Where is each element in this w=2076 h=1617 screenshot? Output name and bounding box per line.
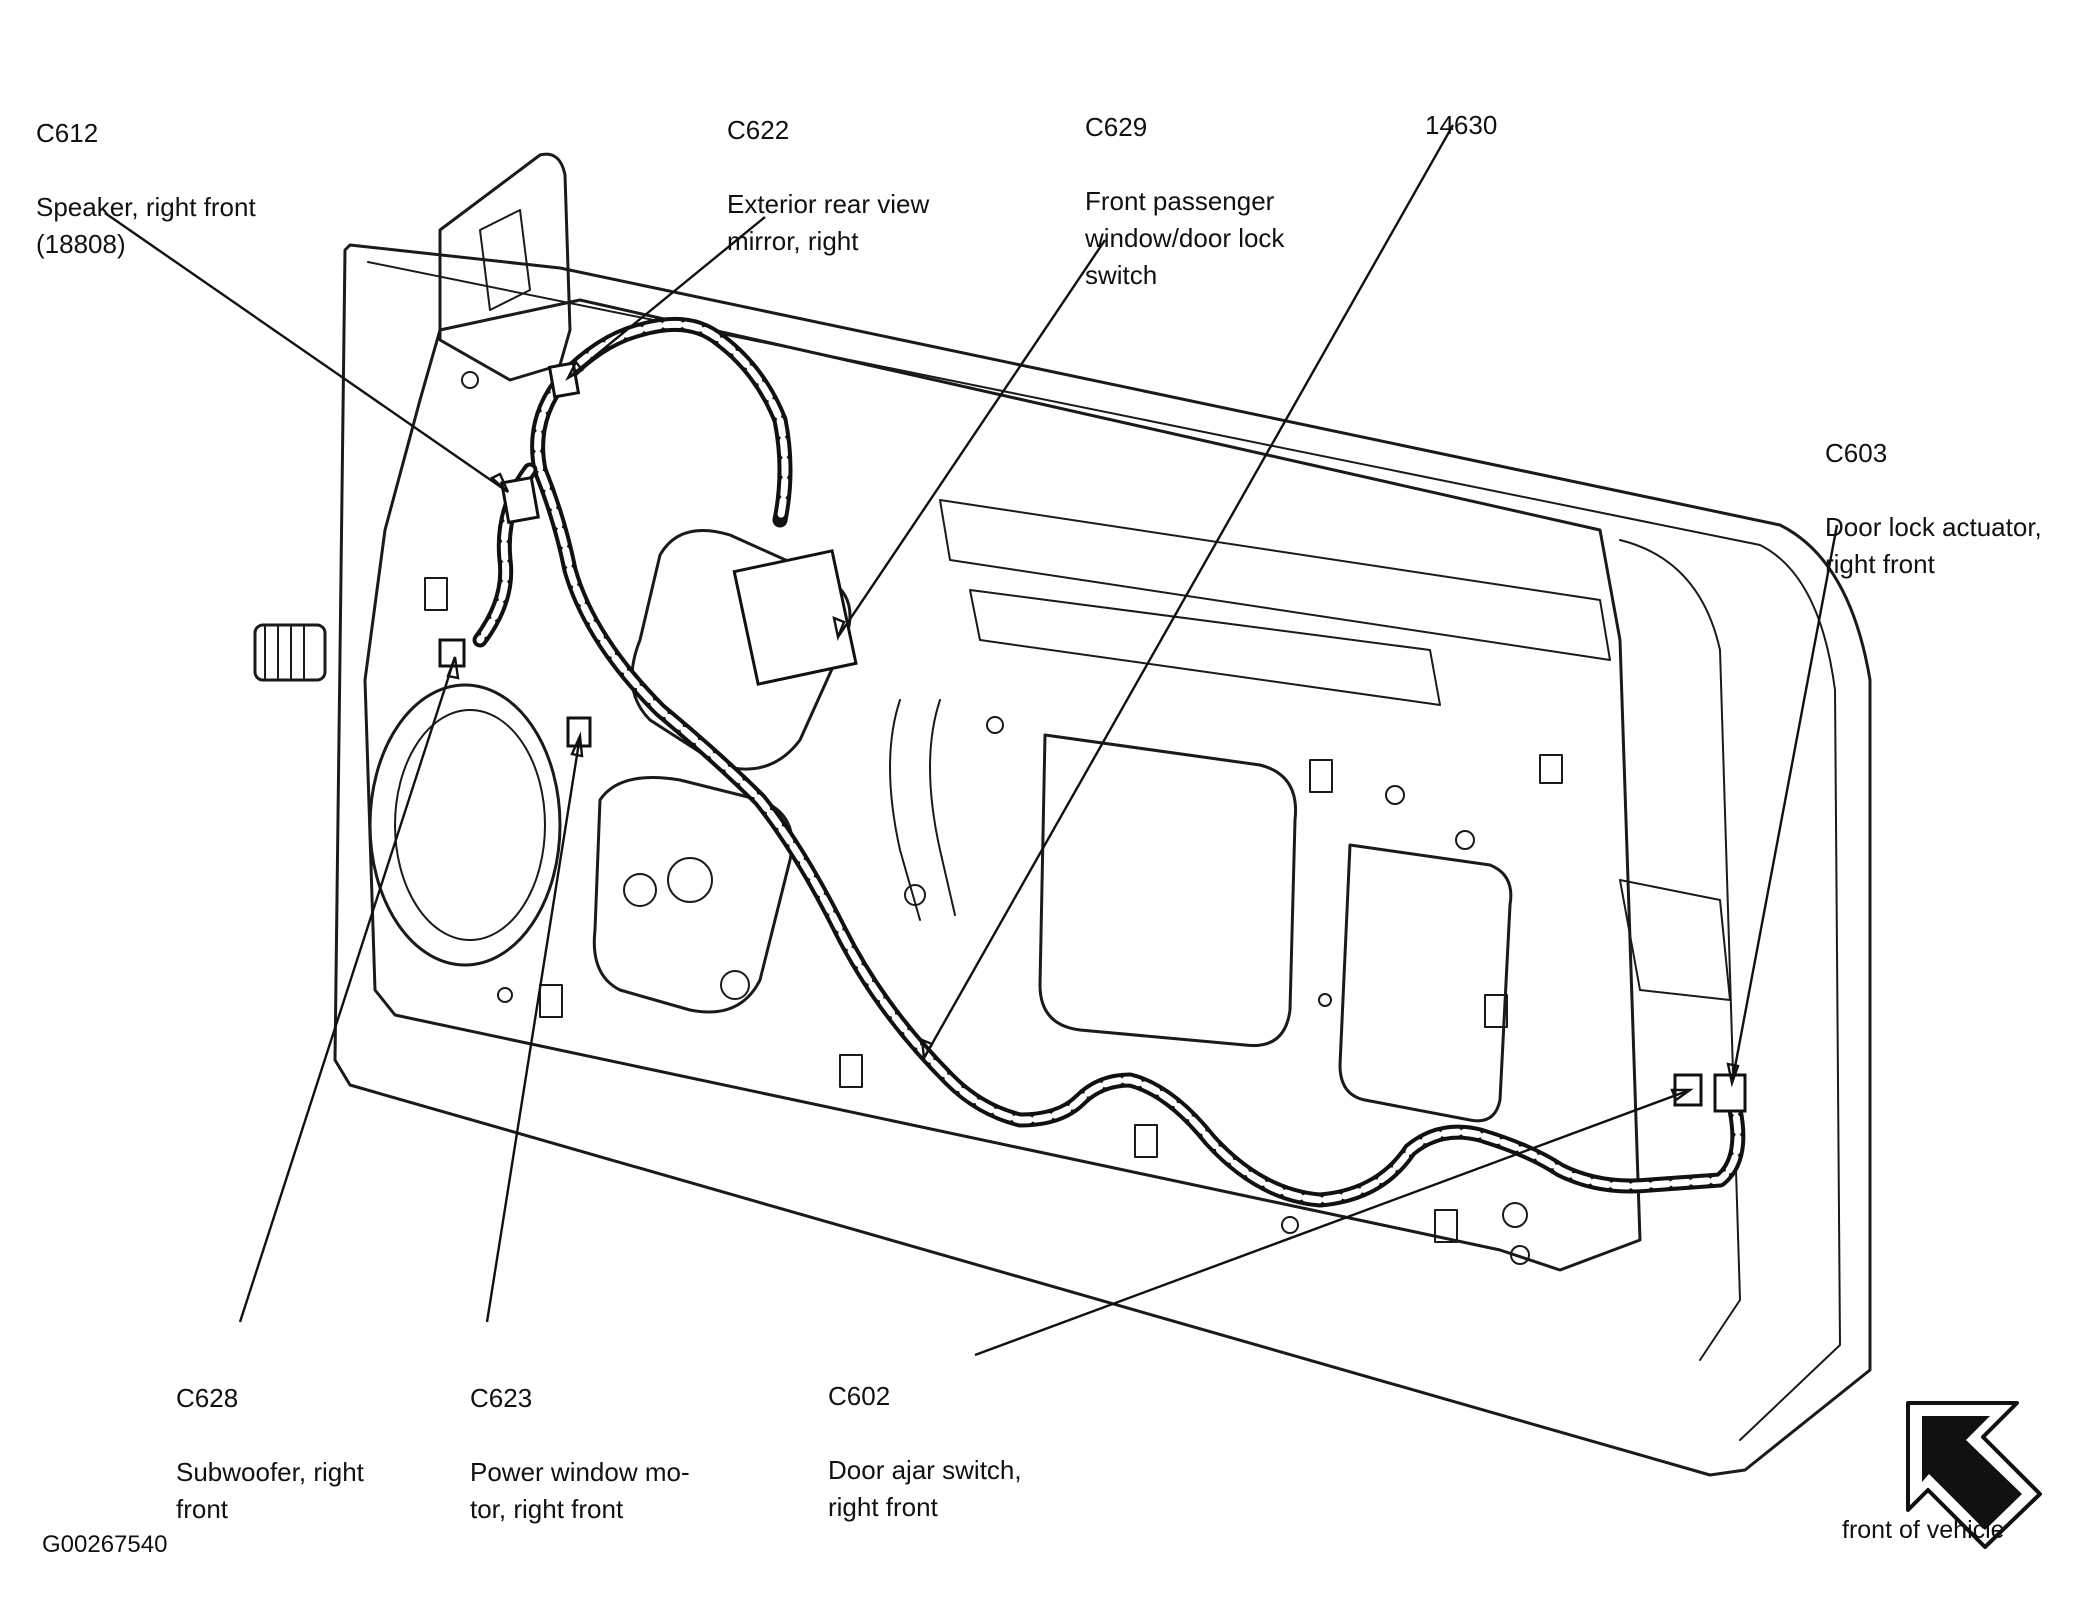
callout-c623: C623 Power window mo- tor, right front	[470, 1343, 690, 1565]
callout-c622-code: C622	[727, 115, 790, 145]
access-hole-right	[1338, 843, 1513, 1123]
front-of-vehicle-label: front of vehicle	[1842, 1516, 2005, 1544]
door-frame-rear	[1619, 539, 1741, 1361]
connector-c612	[500, 475, 540, 525]
front-of-vehicle-arrow-icon	[1906, 1401, 2042, 1549]
mirror-bracket	[438, 152, 572, 382]
callout-14630-code: 14630	[1425, 110, 1498, 140]
callout-c629: C629 Front passenger window/door lock sw…	[1085, 72, 1284, 331]
access-hole-center	[1038, 733, 1298, 1048]
callout-c602-desc: Door ajar switch, right front	[828, 1455, 1022, 1522]
connector-c628	[438, 638, 466, 668]
figure-id: G00267540	[42, 1531, 168, 1558]
leader-c603	[1730, 524, 1839, 1084]
callout-c603-desc: Door lock actuator, right front	[1825, 512, 2042, 579]
leader-c612	[104, 212, 509, 493]
leader-c623	[485, 735, 582, 1323]
callout-c629-desc: Front passenger window/door lock switch	[1085, 186, 1285, 290]
regulator-plate	[592, 776, 794, 1014]
mounting-tabs	[424, 577, 1563, 1243]
callout-c623-desc: Power window mo- tor, right front	[470, 1457, 690, 1524]
callout-c612-code: C612	[36, 118, 99, 148]
callout-c629-code: C629	[1085, 112, 1148, 142]
leader-c629	[837, 239, 1106, 638]
subwoofer-component	[253, 623, 327, 682]
door-outer-panel	[333, 243, 1872, 1477]
access-hole-switch	[630, 529, 852, 771]
callout-c622-desc: Exterior rear view mirror, right	[727, 189, 930, 256]
callout-c628: C628 Subwoofer, right front	[176, 1343, 364, 1565]
window-channel	[939, 499, 1611, 661]
leader-c628	[238, 656, 457, 1323]
callout-c628-desc: Subwoofer, right front	[176, 1457, 364, 1524]
leader-c602	[974, 1088, 1691, 1357]
callout-c628-code: C628	[176, 1383, 239, 1413]
callout-c603-code: C603	[1825, 438, 1888, 468]
callout-c603: C603 Door lock actuator, right front	[1825, 398, 2042, 620]
callout-c612: C612 Speaker, right front (18808)	[36, 78, 256, 300]
callout-c602-code: C602	[828, 1381, 891, 1411]
mirror-bracket-hole	[479, 209, 531, 311]
callout-c602: C602 Door ajar switch, right front	[828, 1341, 1022, 1563]
callout-c612-desc: Speaker, right front (18808)	[36, 192, 256, 259]
inner-door-panel	[363, 298, 1642, 1272]
connector-c629	[732, 549, 858, 686]
door-inner-edge	[367, 261, 1841, 1441]
latch-area	[1619, 879, 1731, 1001]
speaker-opening	[368, 683, 562, 967]
connector-c603	[1713, 1073, 1747, 1113]
callout-c623-code: C623	[470, 1383, 533, 1413]
callout-c622: C622 Exterior rear view mirror, right	[727, 75, 929, 297]
callout-14630: 14630	[1425, 70, 1497, 181]
panel-holes	[461, 371, 1530, 1265]
leader-14630	[922, 124, 1455, 1059]
leader-c622	[567, 216, 766, 379]
